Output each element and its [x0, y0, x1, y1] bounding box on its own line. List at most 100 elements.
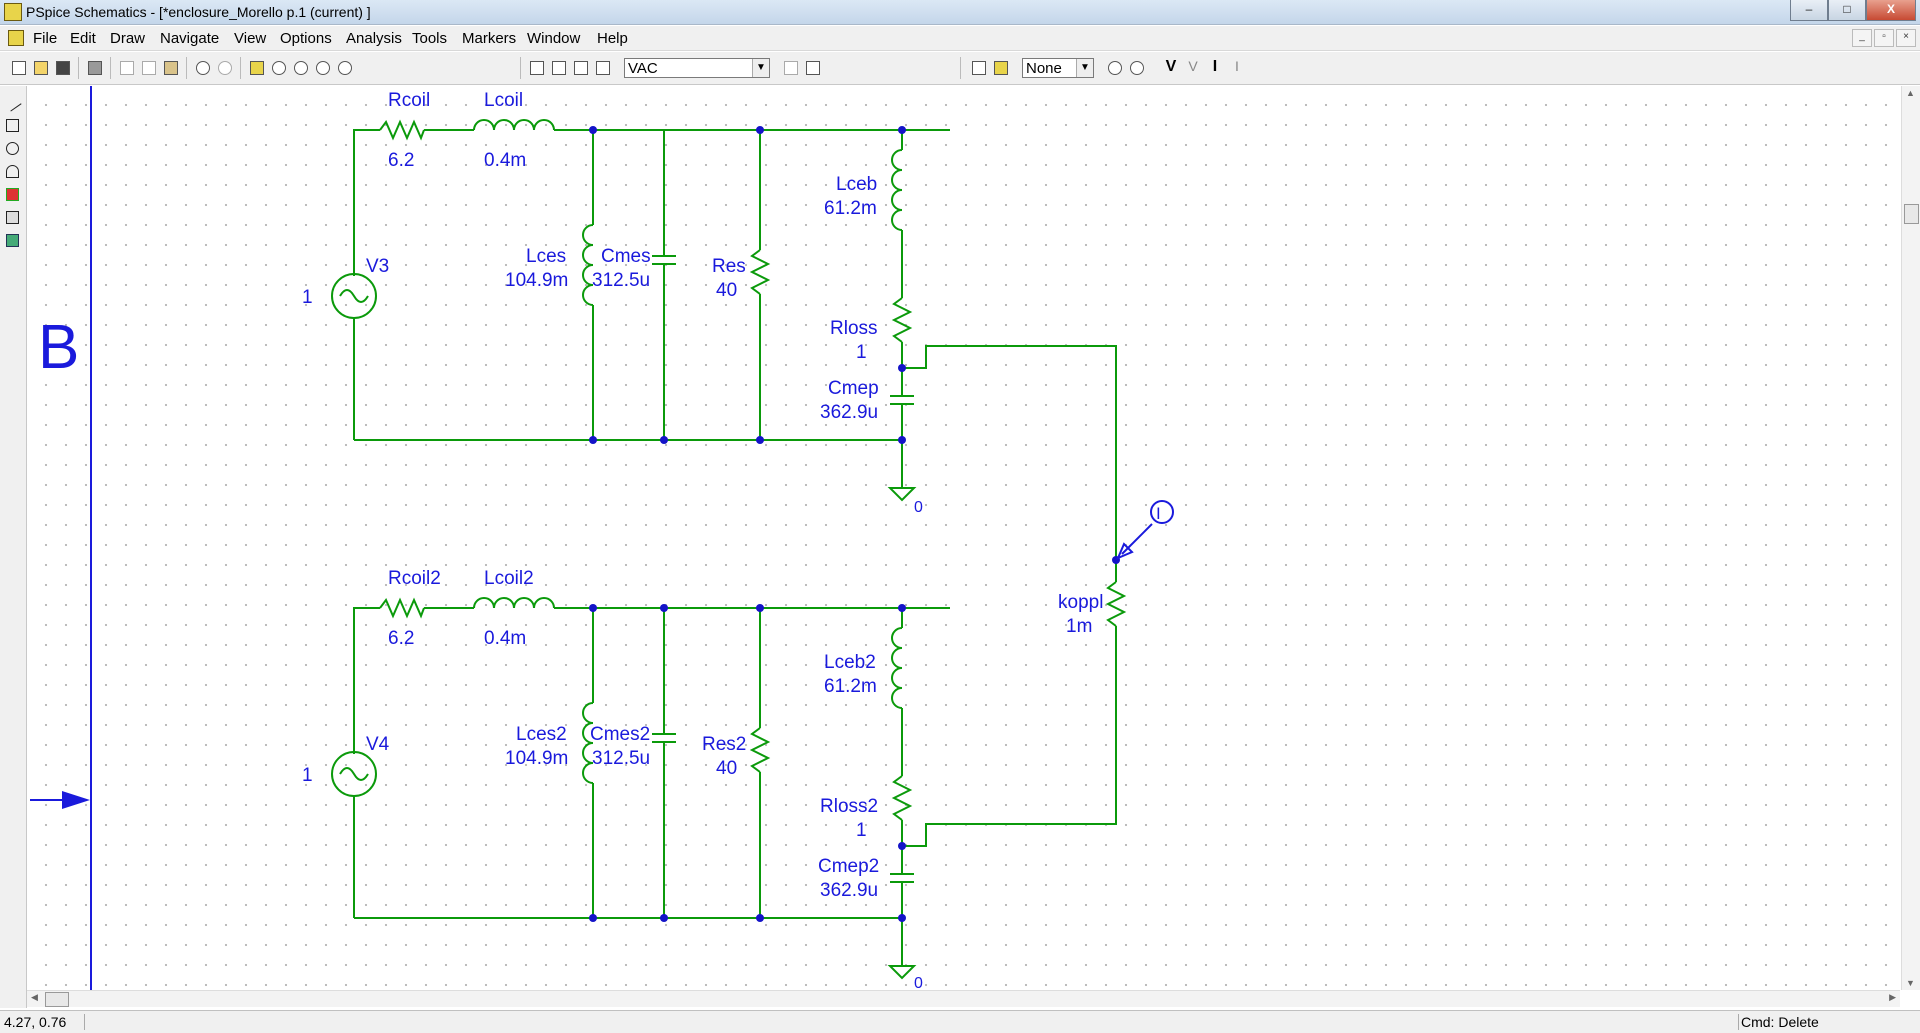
sine-icon: [339, 289, 369, 303]
save-icon[interactable]: [52, 57, 74, 79]
voltage-marker-icon[interactable]: V: [1165, 58, 1177, 75]
box-icon[interactable]: [4, 117, 22, 135]
rloss-value: 1: [856, 342, 867, 363]
power-marker-icon[interactable]: I: [1235, 58, 1239, 74]
chevron-down-icon[interactable]: ▼: [1076, 59, 1093, 77]
koppl-ref: koppl: [1058, 592, 1103, 613]
menu-draw[interactable]: Draw: [110, 30, 146, 47]
v4-value: 1: [302, 765, 313, 786]
print-icon[interactable]: [84, 57, 106, 79]
zoom-out-icon[interactable]: [290, 57, 312, 79]
menu-edit[interactable]: Edit: [70, 30, 96, 47]
rloss2-ref: Rloss2: [820, 796, 878, 817]
menu-view[interactable]: View: [234, 30, 267, 47]
inductor-lcoil[interactable]: [473, 119, 555, 131]
inductor-lceb2[interactable]: [891, 627, 903, 709]
voltage-diff-marker-icon[interactable]: V: [1188, 58, 1198, 74]
document-icon[interactable]: [8, 30, 24, 46]
menu-window[interactable]: Window: [527, 30, 581, 47]
cmep2-value: 362.9u: [820, 880, 878, 901]
paste-icon[interactable]: [160, 57, 182, 79]
horizontal-scroll-thumb[interactable]: [45, 992, 69, 1007]
doc-restore-button[interactable]: ▫: [1874, 29, 1894, 47]
menu-bar: File Edit Draw Navigate View Options Ana…: [0, 26, 1920, 51]
zoom-in-icon[interactable]: [268, 57, 290, 79]
page-label: B: [38, 313, 79, 382]
scroll-down-icon[interactable]: ▼: [1906, 978, 1915, 988]
document-window-controls: _ ▫ ×: [1852, 29, 1916, 47]
vertical-scrollbar[interactable]: ▲ ▼: [1901, 86, 1920, 990]
resistor-koppl[interactable]: [1105, 581, 1127, 627]
v4-ref: V4: [366, 734, 390, 755]
part-name-combo[interactable]: VAC ▼: [624, 58, 770, 78]
menu-markers[interactable]: Markers: [462, 30, 517, 47]
menu-options[interactable]: Options: [280, 30, 332, 47]
menu-file[interactable]: File: [33, 30, 58, 47]
menu-analysis[interactable]: Analysis: [346, 30, 402, 47]
draw-block-icon[interactable]: [570, 57, 592, 79]
new-icon[interactable]: [8, 57, 30, 79]
redo-icon[interactable]: [214, 57, 236, 79]
draw-bus-icon[interactable]: [548, 57, 570, 79]
zoom-fit-icon[interactable]: [334, 57, 356, 79]
setup-analysis-icon[interactable]: [968, 57, 990, 79]
simulate-icon[interactable]: [990, 57, 1012, 79]
doc-minimize-button[interactable]: _: [1852, 29, 1872, 47]
show-bias-icon[interactable]: [1126, 57, 1148, 79]
maximize-button[interactable]: □: [1828, 0, 1866, 21]
inductor-lcoil2[interactable]: [473, 597, 555, 609]
cut-icon[interactable]: [116, 57, 138, 79]
ground-icon: [887, 487, 917, 502]
resistor-rloss2[interactable]: [891, 775, 913, 821]
edit-attributes-icon[interactable]: [780, 57, 802, 79]
get-part-icon[interactable]: [592, 57, 614, 79]
cmep-value: 362.9u: [820, 402, 878, 423]
resistor-res[interactable]: [749, 249, 771, 295]
horizontal-scrollbar[interactable]: ◀ ▶: [27, 990, 1900, 1007]
menu-navigate[interactable]: Navigate: [160, 30, 220, 47]
graphics-icon[interactable]: [4, 232, 22, 250]
minimize-button[interactable]: –: [1790, 0, 1828, 21]
menu-tools[interactable]: Tools: [412, 30, 448, 47]
text-icon[interactable]: [4, 186, 22, 204]
arc-icon[interactable]: [4, 163, 22, 181]
koppl-value: 1m: [1066, 616, 1092, 637]
circle-icon[interactable]: [4, 140, 22, 158]
circuit-1: Rcoil 6.2 Lcoil 0.4m V3 1 Lces 104.9m Cm…: [302, 90, 1117, 560]
draw-wire-icon[interactable]: [526, 57, 548, 79]
inductor-lces2[interactable]: [582, 702, 594, 784]
menu-help[interactable]: Help: [597, 30, 628, 47]
schematic-canvas[interactable]: [27, 86, 1900, 990]
lceb-value: 61.2m: [824, 198, 877, 219]
inductor-lceb[interactable]: [891, 149, 903, 231]
inductor-lces[interactable]: [582, 224, 594, 306]
scroll-left-icon[interactable]: ◀: [31, 992, 38, 1002]
open-icon[interactable]: [30, 57, 52, 79]
copy-icon[interactable]: [138, 57, 160, 79]
current-marker-icon[interactable]: I: [1212, 58, 1218, 75]
resistor-rloss[interactable]: [891, 297, 913, 343]
enable-bias-display-icon[interactable]: [1104, 57, 1126, 79]
undo-icon[interactable]: [192, 57, 214, 79]
edit-symbol-icon[interactable]: [802, 57, 824, 79]
doc-close-button[interactable]: ×: [1896, 29, 1916, 47]
scroll-up-icon[interactable]: ▲: [1906, 88, 1915, 98]
current-marker-icon[interactable]: [1150, 500, 1174, 524]
redraw-icon[interactable]: [246, 57, 268, 79]
insert-picture-icon[interactable]: [4, 209, 22, 227]
vertical-scroll-thumb[interactable]: [1904, 204, 1919, 224]
koppl-resistor-group: koppl 1m I: [1058, 500, 1174, 637]
cmes-ref: Cmes: [601, 246, 651, 267]
rcoil2-value: 6.2: [388, 628, 414, 649]
close-button[interactable]: X: [1866, 0, 1916, 21]
resistor-rcoil[interactable]: [379, 119, 425, 141]
scroll-right-icon[interactable]: ▶: [1889, 992, 1896, 1002]
pspice-app-icon[interactable]: [4, 3, 22, 21]
resistor-res2[interactable]: [749, 727, 771, 773]
bias-display-combo[interactable]: None ▼: [1022, 58, 1094, 78]
chevron-down-icon[interactable]: ▼: [752, 59, 769, 77]
resistor-rcoil2[interactable]: [379, 597, 425, 619]
ground2-label: 0: [914, 975, 923, 992]
zoom-area-icon[interactable]: [312, 57, 334, 79]
lcoil-value: 0.4m: [484, 150, 526, 171]
